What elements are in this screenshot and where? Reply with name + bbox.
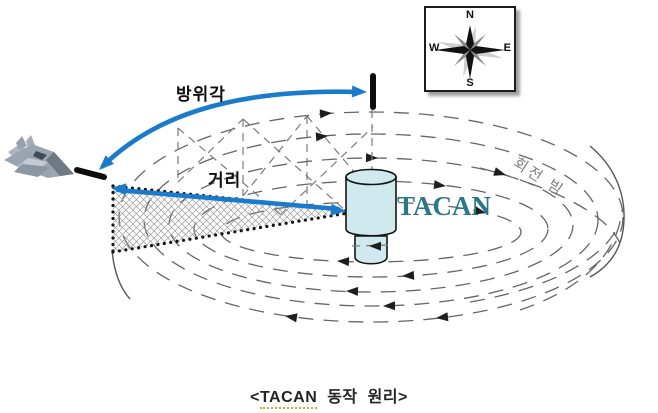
beam-fan-lines [177, 110, 393, 218]
aircraft-tick-mark [74, 167, 107, 180]
figure-caption: <TACAN 동작 원리> [0, 383, 658, 409]
caption-tacan-text: TACAN [259, 389, 318, 409]
rotation-rings [111, 109, 625, 323]
compass-rose: N S W E [424, 6, 516, 92]
aircraft-illustration [4, 135, 74, 178]
distance-label: 거리 [208, 171, 242, 190]
caption-close-bracket: > [398, 389, 408, 406]
compass-south-label: S [466, 77, 474, 89]
compass-west-label: W [429, 42, 440, 55]
compass-north-label: N [466, 9, 474, 21]
distance-arrow [111, 183, 346, 216]
beacon-name-label: TACAN [397, 191, 491, 221]
azimuth-label: 방위각 [176, 85, 226, 104]
caption-rest-text: 동작 원리 [317, 389, 399, 406]
caption-open-bracket: < [250, 389, 260, 406]
compass-star-icon [435, 25, 505, 79]
compass-east-label: E [503, 42, 511, 55]
tacan-beacon [345, 168, 397, 265]
azimuth-arrow [99, 85, 367, 170]
